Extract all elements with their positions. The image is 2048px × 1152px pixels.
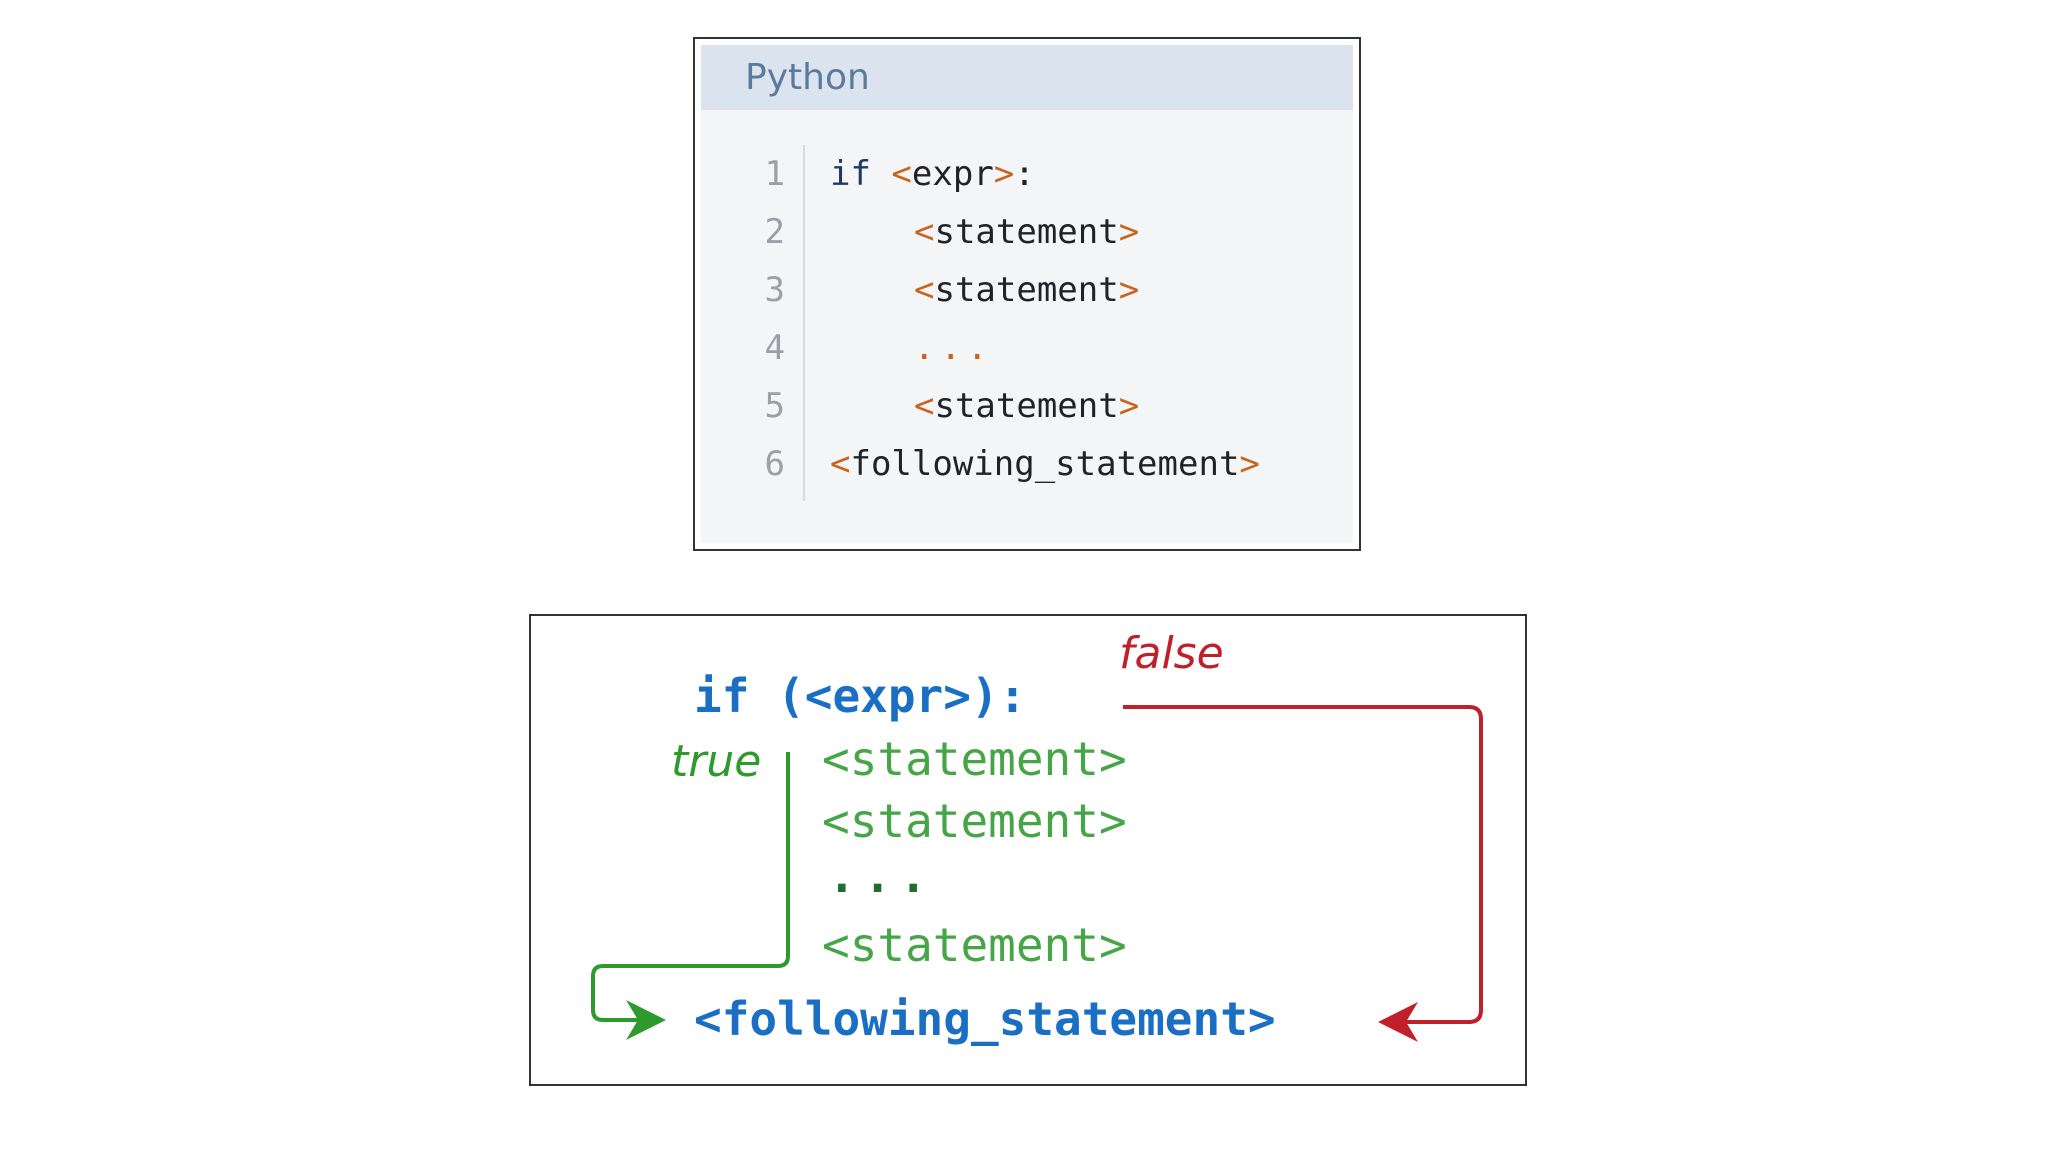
gutter-divider bbox=[803, 145, 805, 501]
code-line-1: 1 if <expr>: bbox=[701, 145, 1353, 203]
ellipsis: ... bbox=[914, 328, 994, 368]
condition-line: if (<expr>): bbox=[694, 669, 1027, 723]
language-label: Python bbox=[745, 57, 870, 98]
body-statement-2: <statement> bbox=[822, 794, 1127, 848]
code-line-2: 2 <statement> bbox=[701, 203, 1353, 261]
code-line-6: 6 <following_statement> bbox=[701, 435, 1353, 493]
line-number: 2 bbox=[764, 212, 785, 252]
angle-open: < bbox=[914, 386, 935, 426]
angle-open: < bbox=[914, 270, 935, 310]
angle-close: > bbox=[993, 154, 1015, 194]
line-number: 4 bbox=[764, 328, 785, 368]
true-label: true bbox=[671, 736, 762, 787]
angle-open: < bbox=[914, 212, 935, 252]
code-line-5: 5 <statement> bbox=[701, 377, 1353, 435]
body-statement-3: <statement> bbox=[822, 918, 1127, 972]
placeholder-following-statement: following_statement bbox=[850, 444, 1240, 484]
line-number: 3 bbox=[764, 270, 785, 310]
line-number: 1 bbox=[764, 154, 785, 194]
code-block-header: Python bbox=[701, 45, 1353, 110]
code-line-text: <statement> bbox=[914, 261, 1139, 319]
placeholder-expr: expr bbox=[911, 154, 994, 194]
code-block: Python 1 if <expr>: 2 <statement> 3 <sta… bbox=[693, 37, 1361, 551]
code-line-text: if <expr>: bbox=[830, 145, 1035, 203]
keyword-if: if bbox=[830, 154, 892, 194]
true-path-arrow bbox=[591, 752, 790, 1040]
code-line-3: 3 <statement> bbox=[701, 261, 1353, 319]
colon: : bbox=[1014, 154, 1035, 194]
code-line-text: <statement> bbox=[914, 377, 1139, 435]
angle-close: > bbox=[1239, 444, 1260, 484]
body-statement-1: <statement> bbox=[822, 732, 1127, 786]
line-number: 5 bbox=[764, 386, 785, 426]
placeholder-statement: statement bbox=[934, 386, 1119, 426]
code-line-4: 4 ... bbox=[701, 319, 1353, 377]
false-label: false bbox=[1119, 628, 1224, 679]
body-ellipsis: ... bbox=[828, 849, 936, 903]
placeholder-statement: statement bbox=[934, 270, 1119, 310]
code-line-text: <following_statement> bbox=[830, 435, 1260, 493]
flow-arrows bbox=[591, 705, 1483, 1042]
angle-close: > bbox=[1118, 212, 1140, 252]
line-number: 6 bbox=[764, 444, 785, 484]
flow-diagram: false if (<expr>): true <statement> <sta… bbox=[529, 614, 1527, 1086]
angle-close: > bbox=[1118, 386, 1140, 426]
angle-open: < bbox=[830, 444, 851, 484]
code-block-body: Python 1 if <expr>: 2 <statement> 3 <sta… bbox=[701, 45, 1353, 543]
angle-open: < bbox=[891, 154, 912, 194]
following-statement: <following_statement> bbox=[694, 992, 1276, 1046]
false-path-arrow bbox=[1123, 705, 1483, 1042]
placeholder-statement: statement bbox=[934, 212, 1119, 252]
angle-close: > bbox=[1118, 270, 1140, 310]
code-line-text: <statement> bbox=[914, 203, 1139, 261]
